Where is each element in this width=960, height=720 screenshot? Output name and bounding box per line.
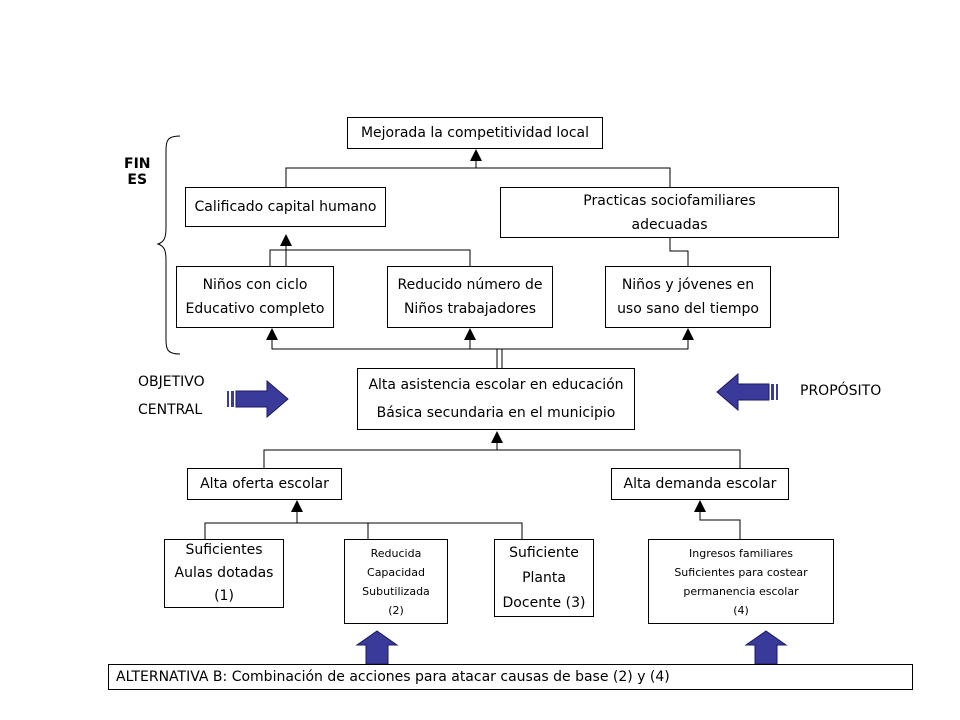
central-line1: Alta asistencia escolar en educación	[368, 377, 624, 393]
oferta-text: Alta oferta escolar	[200, 476, 329, 492]
proposito-arrow-icon	[716, 372, 778, 412]
capacidad-line1: Reducida	[370, 546, 422, 560]
demanda-box: Alta demanda escolar	[611, 468, 789, 500]
alt-arrow-left-icon	[355, 630, 399, 665]
capacidad-line2: Capacidad	[367, 565, 425, 579]
central-box: Alta asistencia escolar en educación Bás…	[357, 368, 635, 430]
reducido-line2: Niños trabajadores	[403, 301, 537, 317]
fin-top-text: Mejorada la competitividad local	[360, 125, 590, 141]
central-line2: Básica secundaria en el municipio	[376, 405, 616, 421]
reducido-box: Reducido número de Niños trabajadores	[387, 266, 553, 328]
aulas-line3: (1)	[214, 588, 234, 604]
ninos-ciclo-line2: Educativo completo	[185, 301, 325, 317]
fines-brace	[156, 135, 181, 355]
fines-label-line2: ES	[127, 172, 148, 188]
fines-label-line1: FIN	[124, 156, 151, 172]
ingresos-line2: Suficientes para costear	[674, 565, 808, 579]
capacidad-line4: (2)	[388, 603, 404, 617]
aulas-box: Suficientes Aulas dotadas (1)	[164, 539, 284, 608]
capital-humano-box: Calificado capital humano	[185, 187, 386, 227]
fin-top-box: Mejorada la competitividad local	[347, 117, 603, 149]
objetivo-line1: OBJETIVO	[138, 374, 205, 390]
ingresos-line4: (4)	[733, 603, 749, 617]
ingresos-line3: permanencia escolar	[683, 584, 799, 598]
planta-line2: Planta	[522, 569, 566, 586]
capacidad-box: Reducida Capacidad Subutilizada (2)	[344, 539, 448, 624]
objetivo-arrow-icon	[227, 379, 289, 419]
alternativa-box: ALTERNATIVA B: Combinación de acciones p…	[108, 664, 913, 690]
practicas-box: Practicas sociofamiliares adecuadas	[500, 187, 839, 238]
ingresos-line1: Ingresos familiares	[689, 546, 793, 560]
planta-box: Suficiente Planta Docente (3)	[494, 539, 594, 617]
oferta-box: Alta oferta escolar	[187, 468, 342, 500]
planta-line3: Docente (3)	[502, 594, 586, 611]
demanda-text: Alta demanda escolar	[623, 476, 777, 492]
ninos-ciclo-line1: Niños con ciclo	[202, 277, 308, 293]
proposito-label: PROPÓSITO	[800, 379, 881, 403]
fines-label: FIN ES	[124, 156, 151, 188]
aulas-line1: Suficientes	[185, 542, 263, 558]
practicas-line1: Practicas sociofamiliares	[583, 192, 756, 209]
proposito-text: PROPÓSITO	[800, 383, 882, 399]
practicas-line2: adecuadas	[631, 216, 708, 233]
jovenes-line2: uso sano del tiempo	[617, 301, 759, 317]
jovenes-line1: Niños y jóvenes en	[621, 277, 755, 293]
capital-humano-text: Calificado capital humano	[194, 199, 377, 215]
alt-arrow-right-icon	[744, 630, 788, 665]
planta-line1: Suficiente	[509, 544, 579, 561]
ninos-ciclo-box: Niños con ciclo Educativo completo	[176, 266, 334, 328]
reducido-line1: Reducido número de	[397, 277, 543, 293]
objetivo-label: OBJETIVO CENTRAL	[138, 368, 205, 424]
alternativa-text: ALTERNATIVA B: Combinación de acciones p…	[116, 669, 670, 685]
aulas-line2: Aulas dotadas	[174, 565, 274, 581]
objetivo-line2: CENTRAL	[138, 402, 203, 418]
jovenes-box: Niños y jóvenes en uso sano del tiempo	[605, 266, 771, 328]
capacidad-line3: Subutilizada	[362, 584, 430, 598]
ingresos-box: Ingresos familiares Suficientes para cos…	[648, 539, 834, 624]
